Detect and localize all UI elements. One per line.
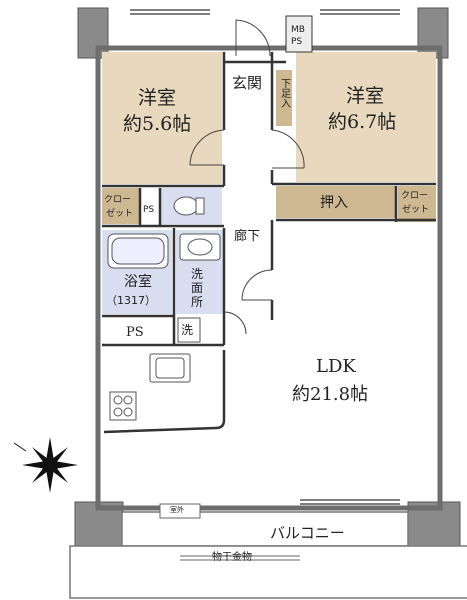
shoe-box-label: 下足入 — [279, 78, 291, 108]
washroom-line3: 所 — [191, 295, 203, 309]
oshiire-closet — [276, 186, 396, 218]
fixtures — [107, 196, 221, 421]
ldk-name: LDK — [316, 356, 356, 377]
balcony-area — [69, 503, 467, 599]
western-room-left-size: 約5.6帖 — [123, 113, 191, 135]
western-room-left — [102, 52, 222, 184]
ps-small-label: PS — [143, 205, 154, 215]
mb-ps — [285, 15, 313, 53]
western-room-right — [296, 52, 436, 182]
closet-right-line1: クロー — [401, 190, 428, 201]
entrance-label: 玄関 — [232, 74, 262, 92]
washroom-line1: 洗 — [191, 267, 203, 281]
windows — [130, 9, 400, 505]
ps-top-label: PS — [291, 37, 302, 47]
ldk-size: 約21.8帖 — [292, 384, 368, 405]
washer-label: 洗 — [181, 323, 193, 337]
western-room-left-name: 洋室 — [138, 87, 176, 109]
closet-right — [398, 186, 436, 222]
shoe-box — [276, 70, 292, 126]
corridor-label: 廊下 — [234, 228, 260, 244]
balcony-label: バルコニー — [270, 524, 345, 542]
closet-right-line2: ゼット — [402, 203, 429, 215]
oshiire-label: 押入 — [320, 195, 348, 211]
washroom-line2: 面 — [191, 281, 203, 295]
bath-name: 浴室 — [124, 273, 152, 290]
closet-left — [102, 188, 140, 224]
north-compass-icon — [13, 437, 78, 493]
bath-size: （1317） — [106, 294, 156, 307]
western-room-right-size: 約6.7帖 — [328, 111, 396, 133]
interior-walls — [102, 52, 436, 434]
western-room-right-name: 洋室 — [346, 85, 384, 107]
aircon-unit-label: 室外 — [170, 505, 184, 514]
drying-rack-label: 物干金物 — [212, 550, 252, 563]
doors — [189, 19, 305, 335]
ps-bottom-label: PS — [126, 325, 144, 340]
mb-label: MB — [291, 25, 305, 35]
closet-left-line1: クロー — [104, 194, 131, 205]
closet-left-line2: ゼット — [106, 207, 133, 219]
